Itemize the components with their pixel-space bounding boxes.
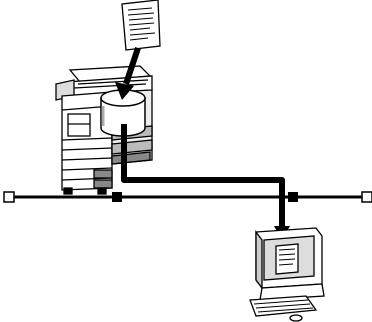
desktop-computer-icon — [249, 227, 325, 322]
document-icon — [121, 0, 161, 51]
flow-document-to-storage — [115, 47, 141, 100]
network-bus-icon — [3, 191, 372, 203]
